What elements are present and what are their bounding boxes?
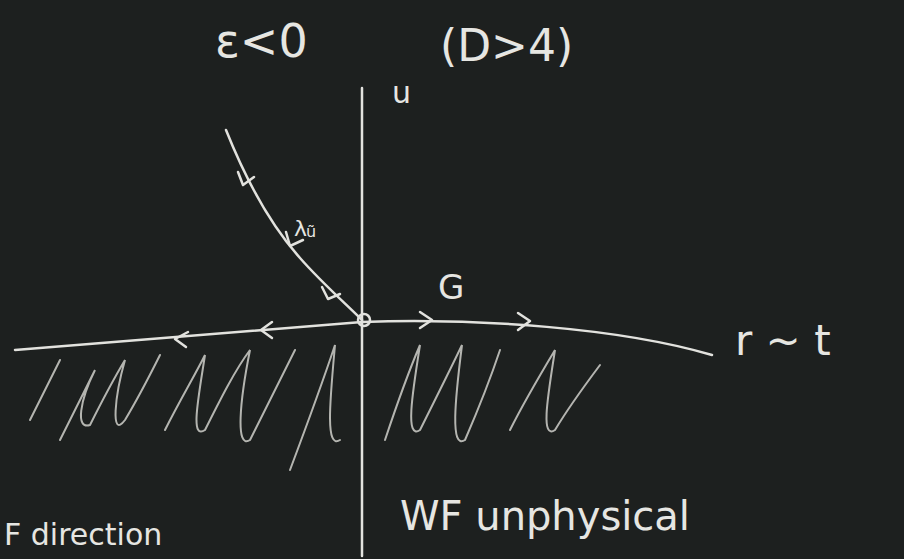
condition-label: (D>4) bbox=[440, 24, 573, 68]
arrow-head bbox=[175, 332, 188, 347]
arrow-head bbox=[518, 313, 530, 330]
fixed-point bbox=[358, 314, 370, 326]
hatching bbox=[30, 345, 600, 470]
arrow-head bbox=[261, 322, 272, 338]
note-label: F direction bbox=[4, 520, 162, 550]
axis-label: u bbox=[392, 78, 411, 108]
arrow-head bbox=[322, 287, 340, 299]
arrow-head bbox=[420, 312, 432, 328]
flow-label: λ bbox=[294, 218, 307, 240]
arrow-head bbox=[238, 172, 254, 185]
axis-label: ε<0 bbox=[215, 18, 308, 64]
fixed-point-label: G bbox=[438, 270, 464, 304]
flow-line bbox=[226, 130, 362, 320]
flow-label: ũ bbox=[306, 224, 316, 240]
region-label: WF unphysical bbox=[400, 496, 690, 536]
axis-label: r ~ t bbox=[735, 320, 831, 362]
